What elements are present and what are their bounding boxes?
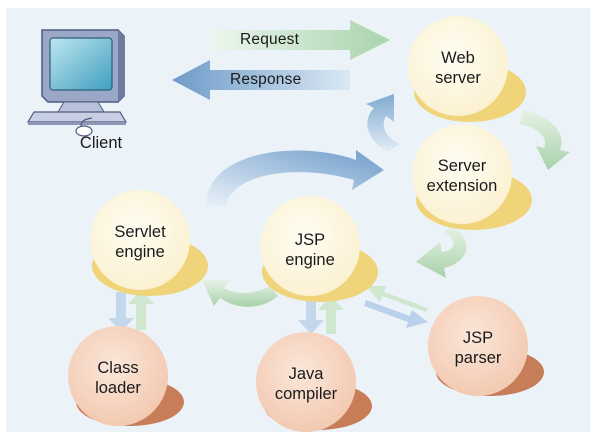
jsp-parser-label: JSP parser [454, 329, 502, 367]
servlet-engine-label: Servlet engine [114, 223, 166, 261]
servlet-engine-node [90, 190, 208, 296]
jsp-engine-label: JSP engine [285, 231, 335, 269]
client-label: Client [79, 134, 123, 152]
jsp-to-parser-arrow [364, 300, 428, 328]
class-loader-node [68, 326, 184, 426]
web-server-label: Web server [435, 49, 481, 87]
java-compiler-node [256, 332, 372, 432]
server-extension-label: Server extension [426, 157, 498, 195]
jsp-to-servlet-engine-arrow [202, 280, 278, 307]
response-arrow [172, 60, 350, 100]
classloader-to-servlet-arrow [128, 290, 154, 330]
servlet-to-extension-arrow [206, 150, 384, 206]
request-label: Request [240, 31, 300, 48]
web-server-node [408, 16, 526, 122]
server-extension-node [412, 124, 532, 230]
jsp-to-compiler-arrow [298, 296, 324, 334]
extension-to-webserver-arrow [366, 94, 400, 152]
request-arrow [210, 20, 390, 60]
jsp-parser-node [428, 296, 544, 396]
client-computer-icon [26, 29, 128, 137]
servlet-to-classloader-arrow [108, 292, 134, 332]
webserver-to-extension-arrow [520, 110, 570, 170]
jsp-engine-node [260, 196, 378, 302]
java-compiler-label: Java compiler [274, 365, 338, 403]
parser-to-jsp-arrow [366, 286, 428, 312]
extension-to-jsp-engine-arrow [416, 226, 467, 278]
compiler-to-jsp-arrow [318, 296, 344, 334]
response-label: Response [230, 71, 302, 88]
class-loader-label: Class loader [95, 359, 141, 397]
